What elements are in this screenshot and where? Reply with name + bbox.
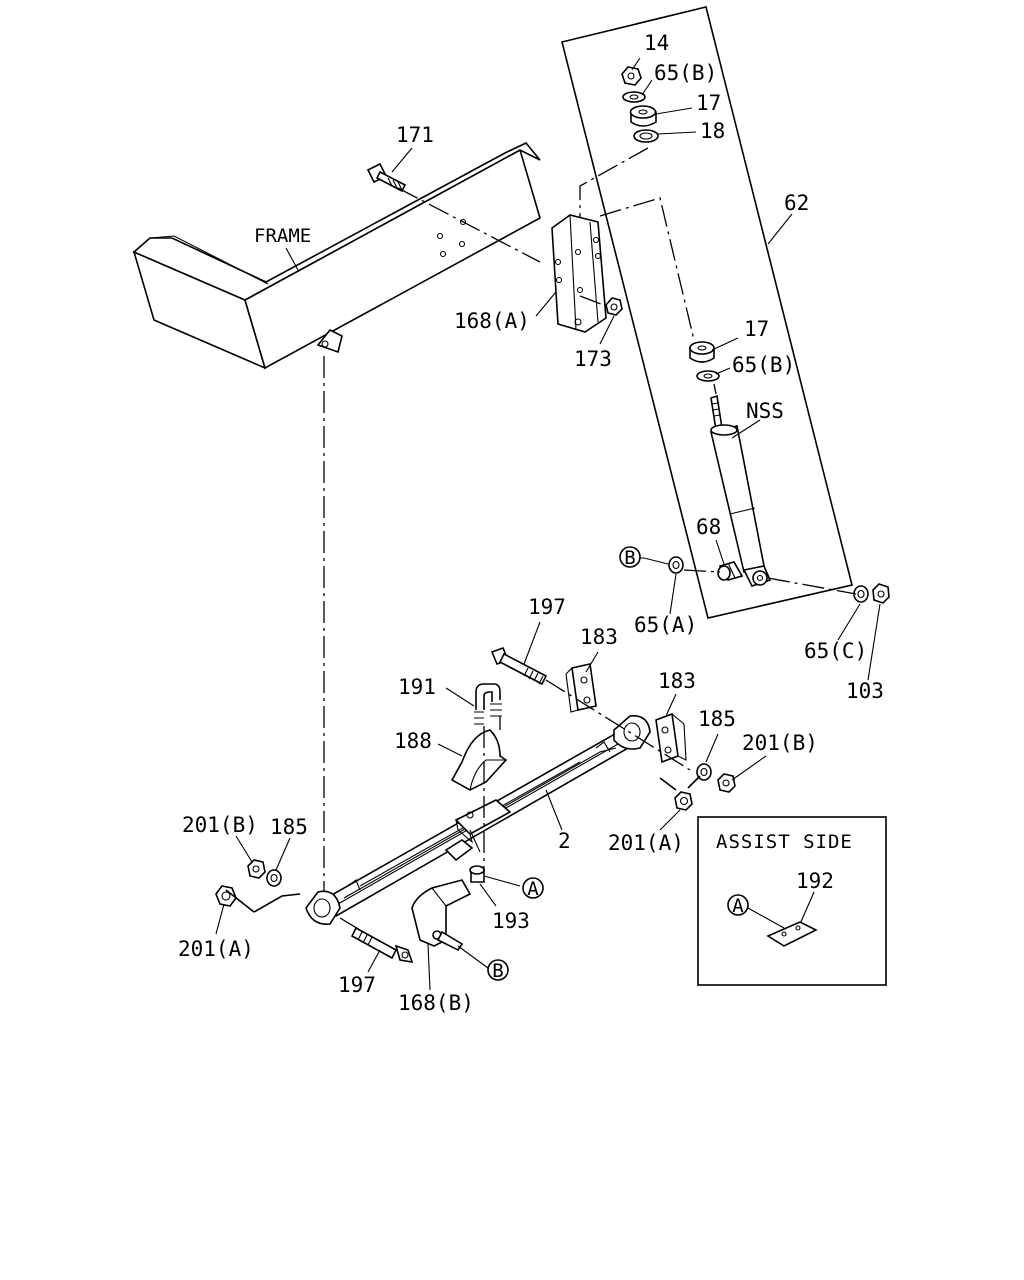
label-185-right: 185 <box>698 707 736 731</box>
svg-text:B: B <box>492 960 503 982</box>
label-168a: 168(A) <box>454 309 530 333</box>
label-183-left: 183 <box>580 625 618 649</box>
label-65b-mid: 65(B) <box>732 353 795 377</box>
part-labels: FRAME 14 65(B) 17 18 171 62 168(A) 173 1… <box>178 31 884 1015</box>
svg-text:A: A <box>732 895 744 917</box>
label-183-right: 183 <box>658 669 696 693</box>
label-201a-right: 201(A) <box>608 831 684 855</box>
leaf-spring-2 <box>305 715 651 925</box>
label-197-top: 197 <box>528 595 566 619</box>
washer-18 <box>633 129 659 143</box>
label-171: 171 <box>396 123 434 147</box>
shock-absorber-nss <box>710 394 772 587</box>
assist-side-inset: ASSIST SIDE A 192 <box>697 816 887 986</box>
label-193: 193 <box>492 909 530 933</box>
label-192: 192 <box>796 869 834 893</box>
bushing-17-mid <box>689 341 715 363</box>
spring-seat-188 <box>450 729 508 791</box>
assembly-lines <box>225 147 857 931</box>
washer-185-right <box>696 763 712 781</box>
bolt-171 <box>366 162 407 193</box>
washer-65c <box>853 585 869 603</box>
svg-text:B: B <box>624 547 635 569</box>
label-201b-right: 201(B) <box>742 731 818 755</box>
nut-173 <box>605 297 623 316</box>
washer-65b-top <box>622 91 646 103</box>
nut-201b-right <box>717 773 736 793</box>
assist-side-title: ASSIST SIDE <box>716 831 853 853</box>
nut-103 <box>872 583 890 604</box>
u-bolt-191 <box>474 683 502 725</box>
callout-a-bottom: A <box>522 877 544 900</box>
washer-65a <box>668 556 684 574</box>
label-62: 62 <box>784 191 809 215</box>
label-17-top: 17 <box>696 91 721 115</box>
label-65a: 65(A) <box>634 613 697 637</box>
label-197-bottom: 197 <box>338 973 376 997</box>
bracket-168b <box>411 879 472 952</box>
label-18: 18 <box>700 119 725 143</box>
label-frame: FRAME <box>254 225 311 247</box>
nut-14 <box>621 66 642 86</box>
callout-b-top: B <box>619 546 641 569</box>
nut-201a-right <box>674 791 693 811</box>
bolt-197-top <box>490 646 548 686</box>
label-173: 173 <box>574 347 612 371</box>
bracket-168a <box>551 214 607 333</box>
nut-193 <box>469 865 485 883</box>
nut-201b-left <box>247 859 266 879</box>
label-nss: NSS <box>746 399 784 423</box>
callout-b-bottom: B <box>487 959 509 982</box>
bushing-17-top <box>629 105 657 127</box>
label-65c: 65(C) <box>804 639 867 663</box>
label-185-left: 185 <box>270 815 308 839</box>
label-68: 68 <box>696 515 721 539</box>
leader-lines <box>215 57 881 991</box>
label-2: 2 <box>558 829 571 853</box>
bushing-68 <box>717 561 744 581</box>
shock-group-outline <box>561 6 853 619</box>
washer-65b-mid <box>696 370 720 382</box>
bolt-197-bottom <box>350 926 414 964</box>
label-191: 191 <box>398 675 436 699</box>
label-65b-top: 65(B) <box>654 61 717 85</box>
washer-185-left <box>266 869 282 887</box>
label-201b-left: 201(B) <box>182 813 258 837</box>
shackle-plate-183-right <box>655 712 687 764</box>
label-103: 103 <box>846 679 884 703</box>
label-201a-left: 201(A) <box>178 937 254 961</box>
label-17-mid: 17 <box>744 317 769 341</box>
label-188: 188 <box>394 729 432 753</box>
frame <box>132 142 541 370</box>
label-14: 14 <box>644 31 669 55</box>
label-168b: 168(B) <box>398 991 474 1015</box>
shackle-plate-183-left <box>565 663 597 713</box>
svg-text:A: A <box>527 878 539 900</box>
